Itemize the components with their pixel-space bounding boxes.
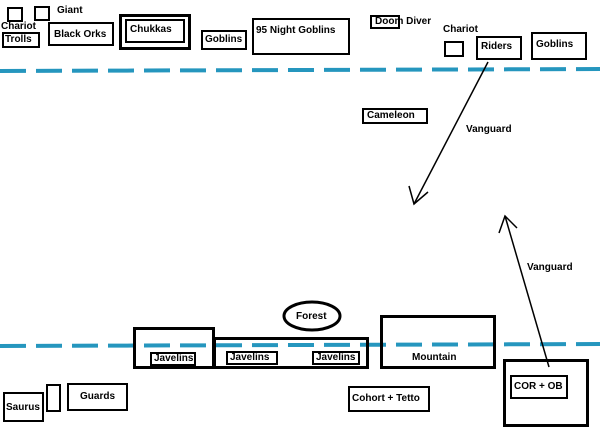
goblins-2-box: [531, 32, 587, 60]
goblins-2-label: Goblins: [536, 39, 574, 50]
javelins-3-box: [312, 351, 360, 365]
chukkas-label: Chukkas: [130, 24, 172, 35]
black-orks-label: Black Orks: [54, 29, 107, 40]
cameleon-label: Cameleon: [367, 110, 415, 121]
guards-label: Guards: [80, 391, 116, 402]
top-deployment-line: [0, 67, 600, 73]
bottom-deployment-line: [0, 342, 600, 348]
goblins-1-label: Goblins: [205, 34, 243, 45]
cor-ob-outer-box: [503, 359, 589, 427]
saurus-label: Saurus: [6, 402, 40, 413]
chariot-right-box: [444, 41, 464, 57]
forest-label: Forest: [296, 311, 327, 322]
riders-box: [476, 36, 522, 60]
forest-outline: [282, 300, 342, 332]
trolls-label: Trolls: [5, 34, 32, 45]
riders-label: Riders: [481, 41, 513, 52]
chukkas-inner-box: [125, 19, 185, 43]
goblins-1-box: [201, 30, 247, 50]
giant-label: Giant: [57, 5, 83, 16]
saurus-side-box: [46, 384, 61, 412]
mountain-box: [380, 315, 496, 369]
saurus-box: [3, 392, 44, 422]
cohort-label: Cohort + Tetto: [352, 393, 420, 404]
javelins-1-label: Javelins: [154, 353, 194, 364]
doom-diver-label: Doom Diver: [375, 16, 432, 27]
black-orks-box: [48, 22, 114, 46]
chariot-right-label: Chariot: [443, 24, 478, 35]
trolls-box: [2, 32, 40, 48]
cameleon-box: [362, 108, 428, 124]
mountain-label: Mountain: [412, 352, 457, 363]
doom-diver-box: [370, 15, 400, 29]
vanguard-arrowhead-top: [408, 185, 429, 206]
cohort-box: [348, 386, 430, 412]
vanguard-arrowhead-bottom: [498, 214, 518, 234]
giant-box-a: [7, 7, 23, 22]
vanguard-bottom-label: Vanguard: [527, 262, 573, 273]
chukkas-outer-box: [119, 14, 191, 50]
cor-ob-inner-box: [510, 375, 568, 399]
vanguard-arrow-bottom: [504, 215, 550, 368]
javelins-right-block: [213, 337, 369, 369]
javelins-2-box: [226, 351, 278, 365]
javelins-2-label: Javelins: [230, 352, 270, 363]
giant-box-b: [34, 6, 50, 21]
javelins-3-label: Javelins: [316, 352, 356, 363]
javelins-1-box: [150, 352, 196, 366]
night-goblins-label: 95 Night Goblins: [256, 25, 336, 36]
chariot-left-label: Chariot: [1, 21, 36, 32]
vanguard-top-label: Vanguard: [466, 124, 512, 135]
night-goblins-box: [252, 18, 350, 55]
cor-ob-label: COR + OB: [514, 381, 563, 392]
guards-box: [67, 383, 128, 411]
vanguard-arrow-top: [413, 61, 489, 205]
